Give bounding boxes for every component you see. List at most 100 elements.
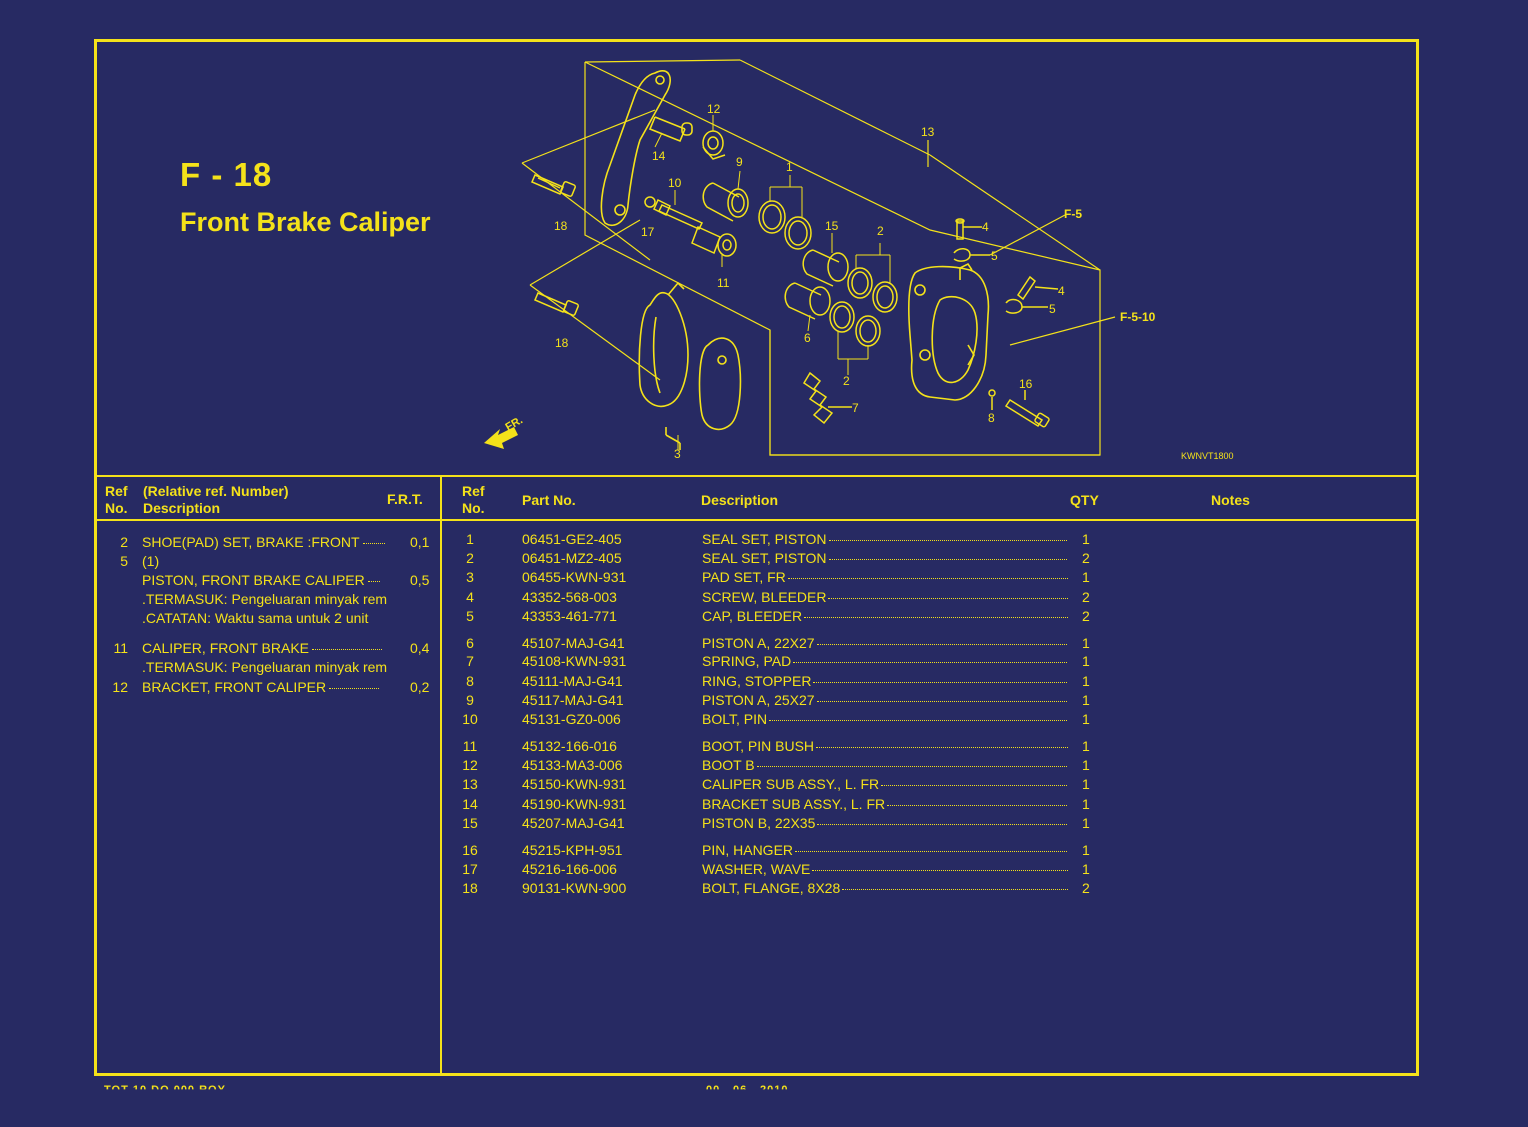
callout-17: 17 — [641, 225, 655, 239]
part-description: SEAL SET, PISTON — [702, 530, 1068, 549]
bleeder-right — [1005, 275, 1059, 314]
callout-2b: 2 — [843, 374, 850, 388]
part-number: 45108-KWN-931 — [522, 653, 627, 669]
part-description: BOOT, PIN BUSH — [702, 737, 1068, 756]
part-description: PISTON B, 22X35 — [702, 814, 1068, 833]
callout-15: 15 — [825, 219, 839, 233]
part-number: 45133-MA3-006 — [522, 757, 623, 773]
fr-arrow — [484, 427, 518, 449]
left-row-desc: BRACKET, FRONT CALIPER — [142, 678, 382, 697]
part-description: CAP, BLEEDER — [702, 607, 1068, 626]
part-qty: 1 — [1082, 757, 1090, 773]
part-number: 45190-KWN-931 — [522, 796, 627, 812]
part-qty: 1 — [1082, 531, 1090, 547]
header-divider — [96, 519, 1418, 521]
parts-header-partno: Part No. — [522, 492, 576, 508]
piston-15 — [802, 249, 849, 287]
part-qty: 1 — [1082, 653, 1090, 669]
piston-9 — [702, 182, 749, 222]
footer-left: TOT 10 DO 000 ROY — [104, 1084, 226, 1096]
column-divider — [440, 475, 442, 1075]
callout-10: 10 — [668, 176, 682, 190]
callout-5b: 5 — [1049, 302, 1056, 316]
left-row-ref: 5 — [120, 553, 128, 569]
part-description: SCREW, BLEEDER — [702, 588, 1068, 607]
callout-13: 13 — [921, 125, 935, 139]
part-qty: 1 — [1082, 776, 1090, 792]
left-header-rel-label: (Relative ref. Number) — [143, 483, 289, 499]
bracket-part — [600, 70, 693, 227]
seals-2-lower — [829, 301, 881, 347]
parts-header-qty: QTY — [1070, 492, 1099, 508]
callout-f510: F-5-10 — [1120, 310, 1156, 324]
part-qty: 2 — [1082, 880, 1090, 896]
part-ref: 3 — [466, 569, 474, 585]
callout-14: 14 — [652, 149, 666, 163]
part-qty: 2 — [1082, 550, 1090, 566]
page-code: F - 18 — [180, 156, 273, 193]
left-row-ref: 2 — [120, 534, 128, 550]
callout-7: 7 — [852, 401, 859, 415]
part-number: 45131-GZ0-006 — [522, 711, 621, 727]
part-number: 43353-461-771 — [522, 608, 617, 624]
part-qty: 1 — [1082, 796, 1090, 812]
part-ref: 8 — [466, 673, 474, 689]
part-number: 06451-GE2-405 — [522, 531, 622, 547]
part-description: BOOT B — [702, 756, 1068, 775]
bolt-18-bottom — [534, 292, 579, 316]
part-qty: 1 — [1082, 861, 1090, 877]
part-qty: 1 — [1082, 815, 1090, 831]
left-header-ref: Ref No. — [105, 483, 128, 517]
brake-pads — [638, 281, 742, 450]
parts-header-ref-label: Ref — [462, 483, 485, 499]
part-number: 43352-568-003 — [522, 589, 617, 605]
parts-header-no-label: No. — [462, 500, 485, 516]
part-description: WASHER, WAVE — [702, 860, 1068, 879]
callout-4a: 4 — [982, 220, 989, 234]
part-number: 45111-MAJ-G41 — [522, 673, 623, 689]
boot-11 — [691, 225, 737, 257]
left-header-desc: (Relative ref. Number) Description — [143, 483, 288, 517]
callout-9: 9 — [736, 155, 743, 169]
callout-8: 8 — [988, 411, 995, 425]
part-number: 45216-166-006 — [522, 861, 617, 877]
part-ref: 9 — [466, 692, 474, 708]
left-row-desc: (1) — [142, 553, 160, 569]
boot-12 — [702, 130, 726, 160]
part-description: BRACKET SUB ASSY., L. FR — [702, 795, 1068, 814]
part-description: PISTON A, 25X27 — [702, 691, 1068, 710]
left-row-ref: 11 — [113, 640, 128, 656]
callout-18a: 18 — [554, 219, 568, 233]
part-ref: 14 — [462, 796, 478, 812]
seals-2-upper — [847, 267, 898, 313]
diagram-code: KWNVT1800 — [1181, 451, 1234, 461]
left-row-ref: 12 — [112, 679, 128, 695]
part-ref: 1 — [466, 531, 474, 547]
part-ref: 4 — [466, 589, 474, 605]
part-number: 45150-KWN-931 — [522, 776, 627, 792]
part-number: 45132-166-016 — [522, 738, 617, 754]
part-number: 90131-KWN-900 — [522, 880, 627, 896]
left-row-desc: PISTON, FRONT BRAKE CALIPER — [142, 571, 383, 590]
left-row-desc: .CATATAN: Waktu sama untuk 2 unit — [142, 610, 369, 626]
callout-12: 12 — [707, 102, 721, 116]
part-number: 06455-KWN-931 — [522, 569, 627, 585]
part-ref: 5 — [466, 608, 474, 624]
left-header-desc-label: Description — [143, 500, 221, 516]
bleeder-upper — [953, 218, 990, 262]
part-number: 45215-KPH-951 — [522, 842, 623, 858]
pin-bolt — [644, 196, 704, 230]
part-ref: 7 — [466, 653, 474, 669]
